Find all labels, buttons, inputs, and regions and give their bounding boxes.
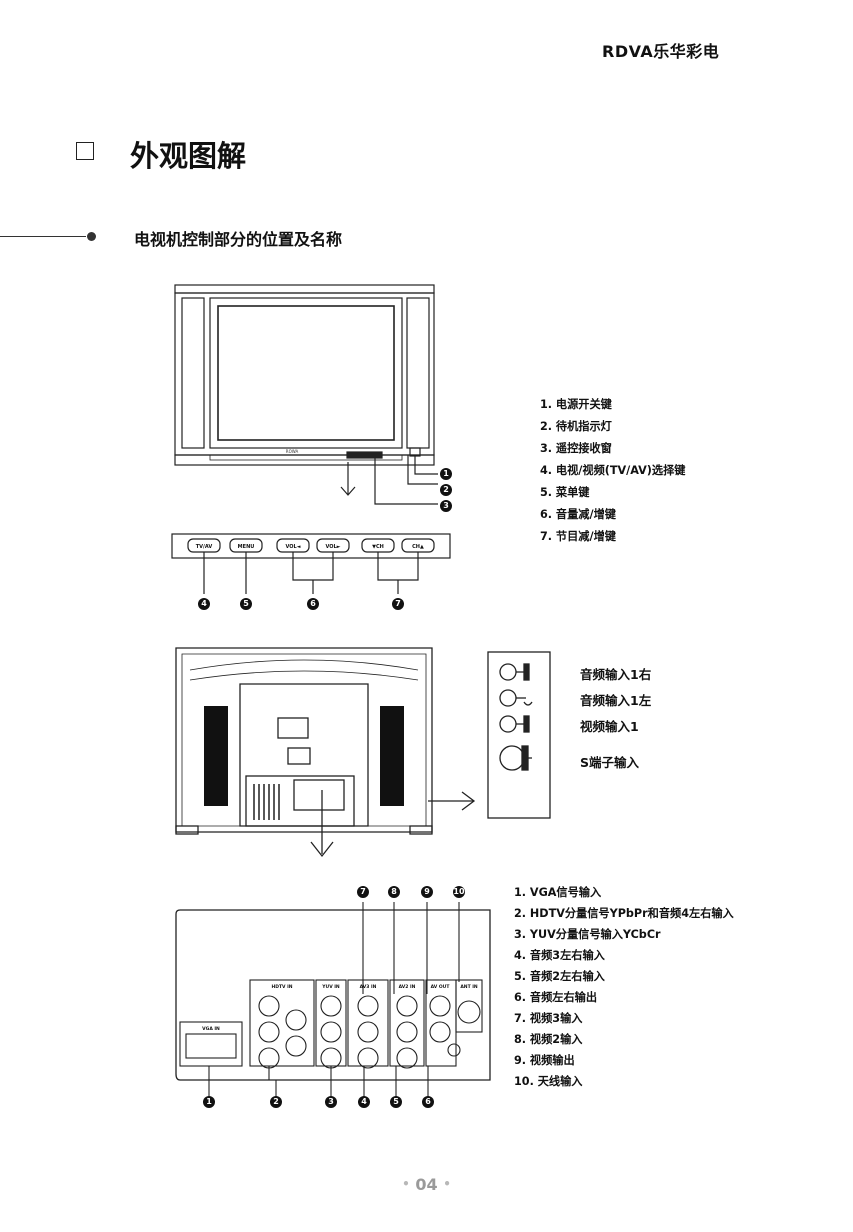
callout-2: 2 bbox=[440, 484, 452, 496]
legend-item: 7. 节目减/增键 bbox=[540, 530, 616, 543]
legend-item: 8. 视频2输入 bbox=[514, 1033, 583, 1046]
section-title: 外观图解 bbox=[130, 139, 247, 173]
panel-button-tvav: TV/AV bbox=[196, 544, 213, 550]
legend-item: 10. 天线输入 bbox=[514, 1075, 583, 1088]
tag-yuv-in: YUV IN bbox=[321, 984, 340, 990]
legend-item: 4. 电视/视频(TV/AV)选择键 bbox=[540, 464, 686, 477]
legend-item: 2. 待机指示灯 bbox=[540, 420, 612, 433]
legend-item: 4. 音频3左右输入 bbox=[514, 949, 605, 962]
side-label-audio1-left: 音频输入1左 bbox=[580, 693, 652, 708]
callout-5: 5 bbox=[390, 1096, 402, 1108]
page-number-text: 04 bbox=[415, 1175, 438, 1194]
callout-8: 8 bbox=[388, 886, 400, 898]
tv-rear-diagram bbox=[175, 647, 476, 858]
panel-button-vol-down: VOL◄ bbox=[285, 544, 300, 550]
callout-5: 5 bbox=[240, 598, 252, 610]
callout-4: 4 bbox=[198, 598, 210, 610]
tag-av-out: AV OUT bbox=[431, 984, 451, 990]
tag-hdtv-in: HDTV IN bbox=[271, 984, 292, 990]
rear-terminal-panel-diagram: VGA IN HDTV IN YUV IN AV3 IN AV2 IN AV O… bbox=[175, 902, 491, 1098]
panel-button-vol-up: VOL► bbox=[325, 544, 340, 550]
callout-7: 7 bbox=[357, 886, 369, 898]
panel-button-ch-down: ▼CH bbox=[372, 544, 384, 550]
panel-button-menu: MENU bbox=[238, 544, 255, 550]
legend-item: 9. 视频输出 bbox=[514, 1054, 575, 1067]
callout-3: 3 bbox=[440, 500, 452, 512]
callout-4: 4 bbox=[358, 1096, 370, 1108]
legend-item: 6. 音频左右输出 bbox=[514, 991, 598, 1004]
legend-item: 3. 遥控接收窗 bbox=[540, 442, 612, 455]
legend-item: 7. 视频3输入 bbox=[514, 1012, 583, 1025]
tv-front-diagram: ROWA TV/AV MENU VOL◄ VOL► ▼CH CH▲ bbox=[171, 284, 451, 594]
front-controls-legend: 1. 电源开关键 2. 待机指示灯 3. 遥控接收窗 4. 电视/视频(TV/A… bbox=[540, 394, 686, 548]
tag-ant-in: ANT IN bbox=[460, 984, 478, 990]
legend-item: 1. 电源开关键 bbox=[540, 398, 612, 411]
bullet-dot-icon bbox=[87, 232, 96, 241]
tag-vga-in: VGA IN bbox=[202, 1026, 220, 1032]
legend-item: 2. HDTV分量信号YPbPr和音频4左右输入 bbox=[514, 907, 734, 920]
svg-text:ROWA: ROWA bbox=[286, 449, 299, 454]
callout-10: 10 bbox=[453, 886, 465, 898]
side-av-panel-diagram bbox=[487, 651, 551, 819]
callout-3: 3 bbox=[325, 1096, 337, 1108]
callout-9: 9 bbox=[421, 886, 433, 898]
subsection-title: 电视机控制部分的位置及名称 bbox=[134, 230, 343, 249]
legend-item: 6. 音量减/增键 bbox=[540, 508, 616, 521]
panel-button-ch-up: CH▲ bbox=[412, 544, 424, 550]
legend-item: 3. YUV分量信号输入YCbCr bbox=[514, 928, 661, 941]
legend-item: 5. 菜单键 bbox=[540, 486, 590, 499]
callout-2: 2 bbox=[270, 1096, 282, 1108]
brand-logo: RDVA乐华彩电 bbox=[602, 42, 720, 61]
callout-6: 6 bbox=[307, 598, 319, 610]
legend-item: 5. 音频2左右输入 bbox=[514, 970, 605, 983]
tag-av3-in: AV3 IN bbox=[360, 984, 377, 990]
tag-av2-in: AV2 IN bbox=[399, 984, 416, 990]
callout-1: 1 bbox=[203, 1096, 215, 1108]
page-dot-icon: • bbox=[402, 1177, 410, 1191]
page-dot-icon: • bbox=[443, 1177, 451, 1191]
section-checkbox-icon bbox=[76, 142, 94, 160]
side-label-svideo: S端子输入 bbox=[580, 755, 640, 770]
rear-terminals-legend: 1. VGA信号输入 2. HDTV分量信号YPbPr和音频4左右输入 3. Y… bbox=[514, 882, 734, 1092]
callout-7: 7 bbox=[392, 598, 404, 610]
callout-1: 1 bbox=[440, 468, 452, 480]
side-label-video1: 视频输入1 bbox=[580, 719, 639, 734]
legend-item: 1. VGA信号输入 bbox=[514, 886, 602, 899]
side-label-audio1-right: 音频输入1右 bbox=[580, 667, 652, 682]
callout-6: 6 bbox=[422, 1096, 434, 1108]
page-number: • 04 • bbox=[0, 1175, 853, 1194]
subtitle-rule bbox=[0, 236, 86, 238]
